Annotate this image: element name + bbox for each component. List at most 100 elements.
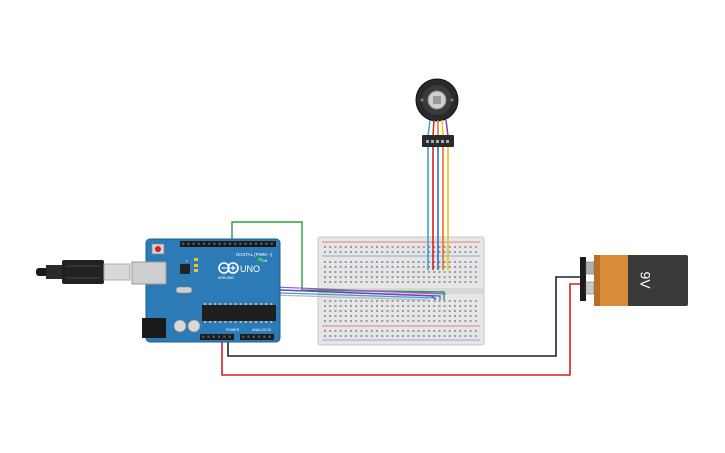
breadboard-hole xyxy=(386,266,389,268)
rotary-motor[interactable] xyxy=(415,78,459,147)
breadboard-hole xyxy=(370,310,373,312)
breadboard-hole xyxy=(355,281,358,283)
arduino-brand-text: ARDUINO xyxy=(218,276,234,280)
power-barrel-jack[interactable] xyxy=(142,318,166,338)
breadboard-hole xyxy=(443,335,446,337)
breadboard-hole xyxy=(433,315,436,317)
motor-ribbon xyxy=(427,119,449,137)
breadboard-hole xyxy=(376,266,378,268)
breadboard-hole xyxy=(422,310,425,312)
breadboard-hole xyxy=(474,251,477,253)
breadboard-hole xyxy=(329,300,332,302)
header-pin xyxy=(182,242,185,245)
chip-pin xyxy=(265,321,268,323)
wire-black-ground[interactable] xyxy=(227,276,580,357)
breadboard-hole xyxy=(370,276,373,278)
breadboard-hole xyxy=(438,276,441,278)
breadboard-hole xyxy=(454,320,456,322)
header-pin xyxy=(217,335,221,338)
breadboard-hole xyxy=(407,335,410,337)
analog-header[interactable] xyxy=(240,334,274,340)
breadboard-hole xyxy=(438,300,441,302)
breadboard-hole xyxy=(365,300,368,302)
breadboard-hole xyxy=(370,300,373,302)
breadboard-hole xyxy=(433,310,436,312)
battery-label-edge xyxy=(594,255,600,306)
chip-pin xyxy=(224,321,227,323)
breadboard-hole xyxy=(443,251,446,253)
motor-shaft-flat xyxy=(433,96,441,104)
breadboard-hole xyxy=(443,320,446,322)
breadboard-hole xyxy=(339,251,342,253)
breadboard-hole xyxy=(324,276,326,278)
usb-cable[interactable] xyxy=(36,260,131,284)
breadboard-hole xyxy=(433,300,436,302)
header-pin xyxy=(187,242,190,245)
header-pin xyxy=(223,335,226,338)
breadboard-hole xyxy=(469,276,472,278)
breadboard-hole xyxy=(360,320,363,322)
breadboard-hole xyxy=(464,320,467,322)
chip-pin xyxy=(234,321,237,323)
breadboard-hole xyxy=(381,300,384,302)
breadboard-hole xyxy=(422,281,425,283)
breadboard-hole xyxy=(350,310,352,312)
arduino-uno-board[interactable]: DIGITAL (PWM ~) UNO ARDUINO L TX RX ON xyxy=(131,238,281,343)
breadboard-hole xyxy=(443,261,446,263)
breadboard-hole xyxy=(454,251,456,253)
on-led-icon xyxy=(258,258,262,261)
breadboard-hole xyxy=(339,246,342,248)
breadboard-hole xyxy=(396,300,399,302)
breadboard-hole xyxy=(391,266,394,268)
breadboard-hole xyxy=(344,261,347,263)
breadboard-hole xyxy=(329,320,332,322)
header-pin xyxy=(218,242,221,245)
header-pin xyxy=(247,335,250,338)
breadboard-hole xyxy=(344,276,347,278)
breadboard-hole xyxy=(474,305,477,307)
breadboard-hole xyxy=(376,335,378,337)
battery-clip xyxy=(580,257,586,301)
breadboard-hole xyxy=(396,305,399,307)
breadboard-hole xyxy=(402,320,404,322)
wire-red-vin[interactable] xyxy=(221,283,580,376)
breadboard-hole xyxy=(438,330,441,332)
atmega-chip-pins xyxy=(204,303,273,323)
usb-plug-metal xyxy=(103,263,131,281)
breadboard-hole xyxy=(355,320,358,322)
breadboard-hole xyxy=(469,271,472,273)
breadboard-hole xyxy=(469,310,472,312)
breadboard-hole xyxy=(412,335,415,337)
digital-header[interactable] xyxy=(180,241,276,247)
breadboard-hole xyxy=(454,276,456,278)
chip-pin xyxy=(209,321,212,323)
chip-pin xyxy=(265,303,268,305)
breadboard-hole xyxy=(381,251,384,253)
breadboard-hole xyxy=(334,335,337,337)
breadboard-hole xyxy=(433,271,436,273)
breadboard-hole xyxy=(376,281,378,283)
breadboard-hole xyxy=(422,246,425,248)
breadboard-hole xyxy=(438,246,441,248)
chip-pin xyxy=(244,321,247,323)
breadboard-hole xyxy=(464,276,467,278)
breadboard-hole xyxy=(376,261,378,263)
breadboard-hole xyxy=(438,266,441,268)
breadboard-hole xyxy=(407,320,410,322)
breadboard-hole xyxy=(339,300,342,302)
usb-b-jack[interactable] xyxy=(131,261,167,285)
breadboard-hole xyxy=(428,281,430,283)
breadboard-hole xyxy=(355,300,358,302)
chip-pin xyxy=(214,321,217,323)
battery-9v[interactable]: 9V xyxy=(580,255,688,306)
breadboard-hole xyxy=(370,261,373,263)
breadboard-hole xyxy=(428,251,430,253)
power-header[interactable] xyxy=(200,334,234,340)
chip-pin xyxy=(234,303,237,305)
breadboard-hole xyxy=(474,300,477,302)
breadboard-hole xyxy=(443,266,446,268)
uno-logo-text: UNO xyxy=(240,264,260,274)
chip-pin xyxy=(249,303,252,305)
header-pin xyxy=(239,242,242,245)
